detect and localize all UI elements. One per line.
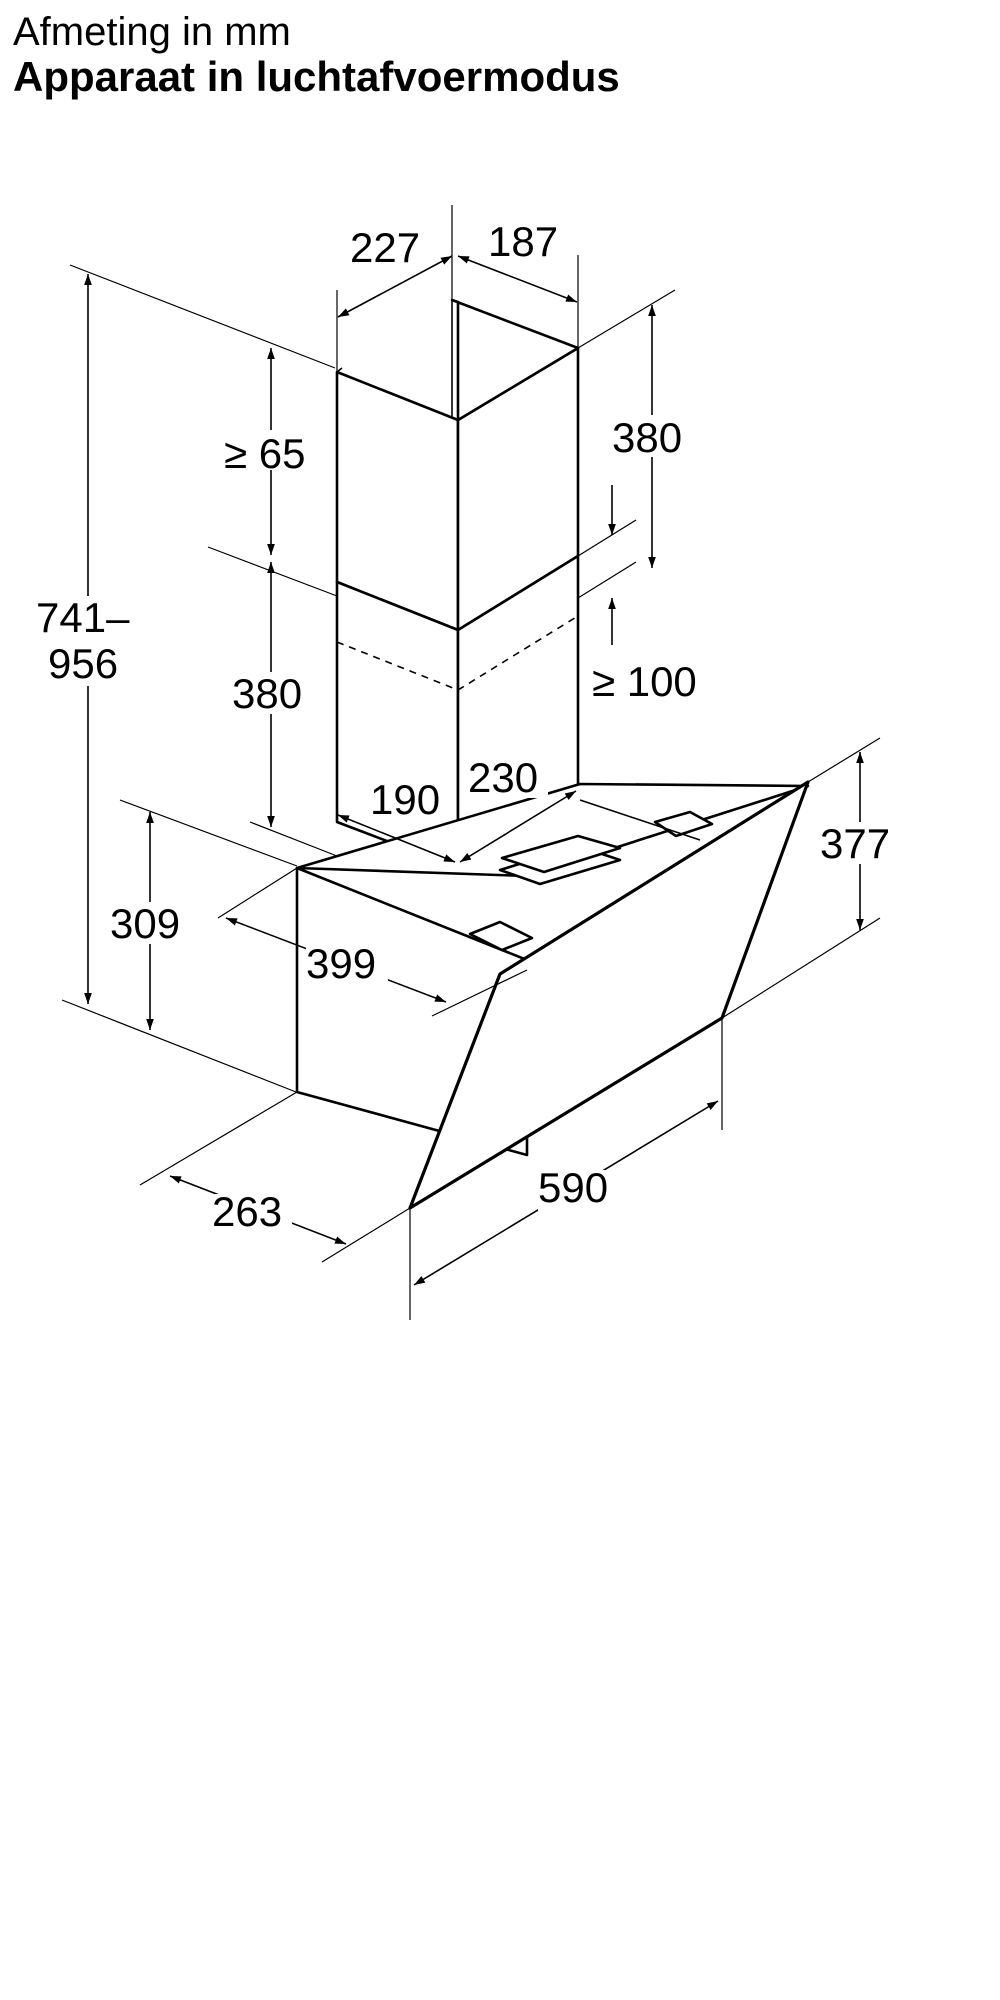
dim-inner-width: 190 — [370, 776, 440, 823]
page-title: Apparaat in luchtafvoermodus — [13, 53, 620, 100]
page-subtitle: Afmeting in mm — [13, 10, 291, 54]
title-block: Afmeting in mm Apparaat in luchtafvoermo… — [13, 10, 620, 100]
dim-clearance: ≥ 100 — [592, 658, 697, 705]
dim-total-width: 590 — [538, 1164, 608, 1211]
dim-body-width: 399 — [306, 940, 376, 987]
dimension-labels: 227 187 ≥ 65 380 741– 956 380 ≥ 100 190 … — [36, 212, 902, 1236]
upper-chimney — [335, 298, 580, 632]
dim-total-height-line2: 956 — [48, 640, 118, 687]
dim-inner-depth: 230 — [468, 754, 538, 801]
dim-total-height-line1: 741– — [36, 594, 130, 641]
extension-lines — [61, 205, 881, 1320]
dim-upper-chimney-height: 380 — [612, 414, 682, 461]
dim-body-depth: 263 — [212, 1188, 282, 1235]
dim-body-height: 309 — [110, 900, 180, 947]
dim-chimney-depth: 187 — [488, 218, 558, 265]
dim-glass-height: 377 — [820, 820, 890, 867]
dim-chimney-width: 227 — [350, 224, 420, 271]
dim-lower-chimney-height: 380 — [232, 670, 302, 717]
dim-gap-top: ≥ 65 — [224, 430, 305, 477]
